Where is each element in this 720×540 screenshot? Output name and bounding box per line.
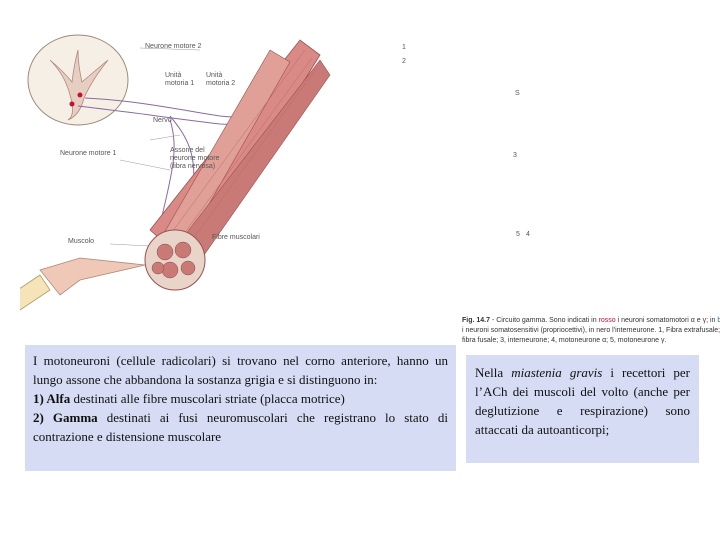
motoneuron-intro: I motoneuroni (cellule radicolari) si tr…	[33, 353, 448, 387]
myasthenia-body: i recettori per l’ACh dei muscoli del vo…	[475, 365, 691, 437]
neuron-dot-1	[77, 92, 83, 98]
label-3: 3	[513, 152, 517, 159]
label-nerve: Nervo	[153, 117, 172, 124]
label-2: 2	[402, 58, 406, 65]
myasthenia-text: Nella miastenia gravis i recettori per l…	[475, 363, 690, 439]
label-s: S	[515, 90, 520, 97]
label-muscle: Muscolo	[68, 238, 95, 245]
label-axon: Assone del neurone motore (fibra nervosa…	[170, 147, 220, 170]
label-motor-neuron-2: Neurone motore 2	[145, 43, 202, 50]
caption-text-2: i neuroni somatomotori α e γ; in	[615, 317, 718, 324]
caption-fig-number: Fig. 14.7	[462, 317, 491, 324]
muscle-bundles	[9, 39, 331, 311]
alfa-body: destinati alle fibre muscolari striate (…	[70, 391, 345, 406]
label-4: 4	[526, 231, 530, 238]
label-motor-unit-2: Unità motoria 2	[206, 72, 236, 87]
label-5: 5	[516, 231, 520, 238]
gamma-body: destinati ai fusi neuromuscolari che reg…	[33, 410, 448, 444]
caption-blue-word: blu	[717, 317, 720, 324]
spinal-cord-section-left	[27, 34, 129, 126]
alfa-item: 1) Alfa destinati alle fibre muscolari s…	[33, 389, 448, 408]
gamma-item: 2) Gamma destinati ai fusi neuromuscolar…	[33, 408, 448, 446]
neuromuscular-illustration: Neurone motore 2 Unità motoria 1 Unità m…	[9, 20, 720, 344]
myasthenia-emphasis: miastenia gravis	[511, 365, 603, 380]
figure-caption: Fig. 14.7 - Circuito gamma. Sono indicat…	[462, 316, 720, 346]
caption-red-word: rosso	[598, 317, 616, 324]
motoneuron-text-box: I motoneuroni (cellule radicolari) si tr…	[25, 345, 456, 471]
neuron-dot-2	[69, 101, 75, 107]
label-1: 1	[402, 44, 406, 51]
caption-text-1: - Circuito gamma. Sono indicati in	[490, 317, 599, 324]
myasthenia-text-box: Nella miastenia gravis i recettori per l…	[466, 355, 699, 463]
caption-text-3: i neuroni somatosensitivi (propriocettiv…	[462, 327, 720, 344]
figure-svg	[9, 34, 331, 311]
motor-unit-figure	[9, 34, 331, 311]
label-muscle-fibers: Fibre muscolari	[212, 234, 260, 241]
label-motor-neuron-1: Neurone motore 1	[60, 150, 117, 157]
label-motor-unit-1: Unità motoria 1	[165, 72, 195, 87]
myasthenia-lead: Nella	[475, 365, 512, 380]
gamma-heading: 2) Gamma	[33, 410, 98, 425]
alfa-heading: 1) Alfa	[33, 391, 71, 406]
